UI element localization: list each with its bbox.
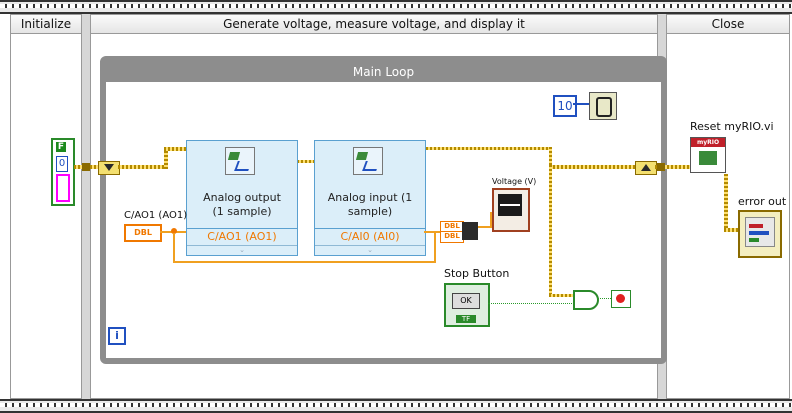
boolean-wire <box>488 303 578 304</box>
numeric-constant: 0 <box>56 156 68 172</box>
error-out-label: error out <box>738 195 787 208</box>
data-wire <box>424 231 440 233</box>
frame-initialize-title: Initialize <box>11 15 81 34</box>
loop-title: Main Loop <box>106 62 661 82</box>
data-wire <box>173 261 435 263</box>
dbl-control[interactable]: DBL <box>124 224 162 242</box>
frame-tunnel <box>82 163 90 171</box>
error-wire <box>426 147 550 150</box>
control-label: C/AO1 (AO1) <box>124 210 188 221</box>
cluster-constant[interactable]: F 0 <box>51 138 75 206</box>
chart-icon <box>498 194 522 216</box>
boolean-constant: F <box>56 142 66 152</box>
frame-initialize[interactable]: Initialize <box>10 14 82 399</box>
analog-output-icon <box>225 147 255 175</box>
error-wire <box>297 160 314 163</box>
error-status-wire <box>549 165 552 295</box>
data-wire <box>173 233 175 263</box>
build-array-inputs[interactable]: DBL DBL <box>440 221 464 243</box>
error-wire <box>724 174 728 229</box>
analog-output-express-vi[interactable]: Analog output (1 sample) C/AO1 (AO1) ⌄ <box>186 140 298 256</box>
shift-register-right <box>635 161 657 175</box>
analog-input-icon <box>353 147 383 175</box>
analog-input-title-2: sample) <box>347 205 393 218</box>
error-out-indicator[interactable] <box>738 210 782 258</box>
build-array-type-top: DBL <box>444 222 460 230</box>
loop-condition-terminal[interactable] <box>611 290 631 308</box>
boolean-wire <box>597 298 611 299</box>
stop-type-label: TF <box>456 315 476 323</box>
analog-output-channel: C/AO1 (AO1) <box>187 228 297 245</box>
build-array-type-bottom: DBL <box>441 231 463 241</box>
frame-tunnel <box>657 163 665 171</box>
error-wire <box>655 165 690 169</box>
error-wire <box>724 228 740 232</box>
data-wire <box>478 226 492 228</box>
analog-input-channel: C/AI0 (AI0) <box>315 228 425 245</box>
error-wire <box>549 147 552 167</box>
wait-ms-constant[interactable]: 10 <box>553 95 577 117</box>
reset-label: Reset myRIO.vi <box>690 120 774 133</box>
shift-register-left <box>98 161 120 175</box>
reset-myrio-vi[interactable]: myRIO <box>690 137 726 173</box>
myrio-badge: myRIO <box>691 138 725 147</box>
data-wire <box>490 212 492 228</box>
expand-arrow-icon[interactable]: ⌄ <box>315 245 425 255</box>
bundle-icon <box>462 222 478 240</box>
stop-ok-icon: OK <box>452 293 480 309</box>
sequence-filmstrip-top <box>0 0 792 14</box>
frame-close[interactable]: Close <box>666 14 790 399</box>
string-constant <box>56 174 70 202</box>
graph-label: Voltage (V) <box>492 177 537 186</box>
or-gate-icon[interactable] <box>573 290 599 310</box>
iteration-terminal: i <box>108 327 126 345</box>
stop-button-label: Stop Button <box>444 267 510 280</box>
waveform-chart-indicator[interactable] <box>492 188 530 232</box>
reset-icon <box>699 151 717 165</box>
timing-wire <box>573 103 589 105</box>
stop-button-terminal[interactable]: OK TF <box>444 283 490 327</box>
data-wire <box>434 233 436 263</box>
frame-close-title: Close <box>667 15 789 34</box>
expand-arrow-icon[interactable]: ⌄ <box>187 245 297 255</box>
error-wire <box>164 147 186 151</box>
error-wire <box>164 147 168 169</box>
error-wire <box>118 165 166 169</box>
error-status-wire <box>549 294 573 297</box>
analog-output-title-2: (1 sample) <box>212 205 272 218</box>
wire-junction <box>171 228 177 234</box>
analog-input-title-1: Analog input (1 <box>327 191 413 204</box>
sequence-filmstrip-bottom <box>0 399 792 413</box>
frame-generate-title: Generate voltage, measure voltage, and d… <box>91 15 657 34</box>
analog-output-title-1: Analog output <box>203 191 281 204</box>
error-wire <box>549 165 635 169</box>
wait-timer-icon[interactable] <box>589 92 617 120</box>
analog-input-express-vi[interactable]: Analog input (1 sample) C/AI0 (AI0) ⌄ <box>314 140 426 256</box>
error-cluster-icon <box>745 217 775 247</box>
